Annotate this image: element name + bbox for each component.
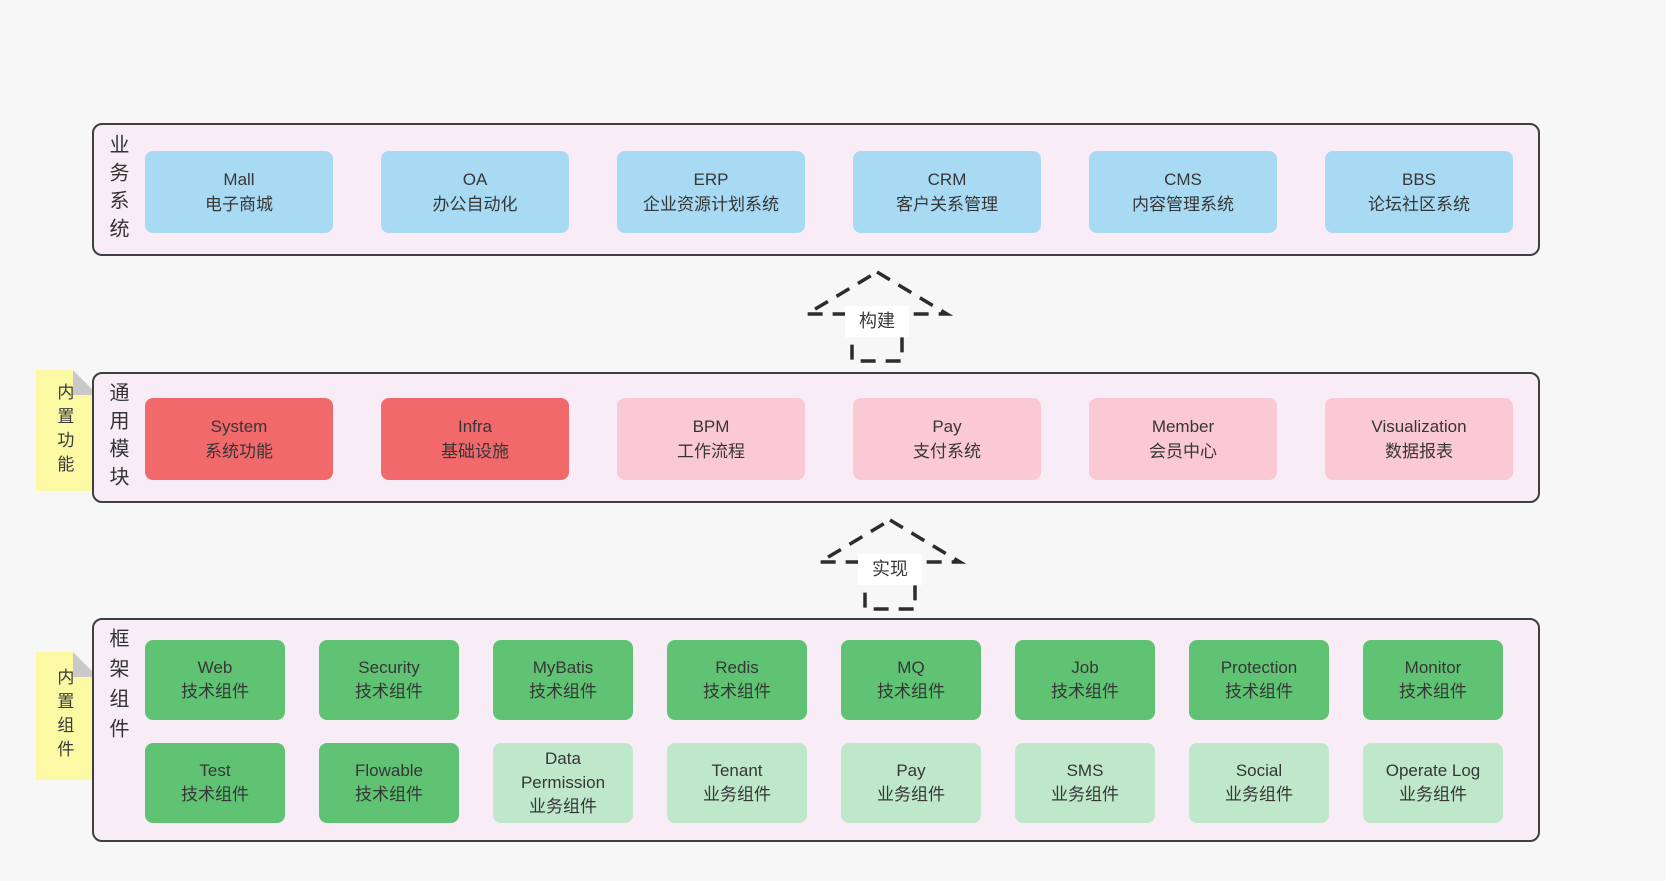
panel-title: 业务系统 xyxy=(106,133,128,246)
panel-title: 框架组件 xyxy=(106,628,128,748)
panel-title: 通用模块 xyxy=(106,381,128,494)
box-mybatis: MyBatis 技术组件 xyxy=(493,640,633,720)
box-erp: ERP 企业资源计划系统 xyxy=(617,151,805,233)
box-mq: MQ 技术组件 xyxy=(841,640,981,720)
box-flowable: Flowable 技术组件 xyxy=(319,743,459,823)
implement-arrow: 实现 xyxy=(795,516,985,613)
box-visualization: Visualization 数据报表 xyxy=(1325,398,1513,480)
sticky-note-built-in-components: 内置组件 xyxy=(36,652,98,780)
dashed-up-arrow-icon xyxy=(813,517,967,611)
box-protection: Protection 技术组件 xyxy=(1189,640,1329,720)
box-bpm: BPM 工作流程 xyxy=(617,398,805,480)
panel-business-systems: 业务系统 Mall 电子商城 OA 办公自动化 ERP 企业资源计划系统 CRM… xyxy=(92,123,1540,256)
box-sms: SMS 业务组件 xyxy=(1015,743,1155,823)
box-tenant: Tenant 业务组件 xyxy=(667,743,807,823)
box-pay-component: Pay 业务组件 xyxy=(841,743,981,823)
box-operate-log: Operate Log 业务组件 xyxy=(1363,743,1503,823)
box-test: Test 技术组件 xyxy=(145,743,285,823)
box-web: Web 技术组件 xyxy=(145,640,285,720)
box-member: Member 会员中心 xyxy=(1089,398,1277,480)
box-system: System 系统功能 xyxy=(145,398,333,480)
arrow-label: 实现 xyxy=(858,554,922,585)
box-redis: Redis 技术组件 xyxy=(667,640,807,720)
box-job: Job 技术组件 xyxy=(1015,640,1155,720)
panel-common-modules: 通用模块 System 系统功能 Infra 基础设施 BPM 工作流程 Pay… xyxy=(92,372,1540,503)
arrow-label: 构建 xyxy=(845,306,909,337)
box-oa: OA 办公自动化 xyxy=(381,151,569,233)
note-label: 内置功能 xyxy=(54,382,74,479)
box-cms: CMS 内容管理系统 xyxy=(1089,151,1277,233)
box-social: Social 业务组件 xyxy=(1189,743,1329,823)
box-crm: CRM 客户关系管理 xyxy=(853,151,1041,233)
box-data-permission: Data Permission 业务组件 xyxy=(493,743,633,823)
box-infra: Infra 基础设施 xyxy=(381,398,569,480)
box-monitor: Monitor 技术组件 xyxy=(1363,640,1503,720)
box-mall: Mall 电子商城 xyxy=(145,151,333,233)
box-pay: Pay 支付系统 xyxy=(853,398,1041,480)
note-label: 内置组件 xyxy=(54,668,74,764)
sticky-note-built-in-features: 内置功能 xyxy=(36,370,98,491)
build-arrow: 构建 xyxy=(782,268,972,365)
box-bbs: BBS 论坛社区系统 xyxy=(1325,151,1513,233)
panel-framework-components: 框架组件 Web 技术组件 Security 技术组件 MyBatis 技术组件… xyxy=(92,618,1540,842)
dashed-up-arrow-icon xyxy=(800,269,954,363)
box-security: Security 技术组件 xyxy=(319,640,459,720)
